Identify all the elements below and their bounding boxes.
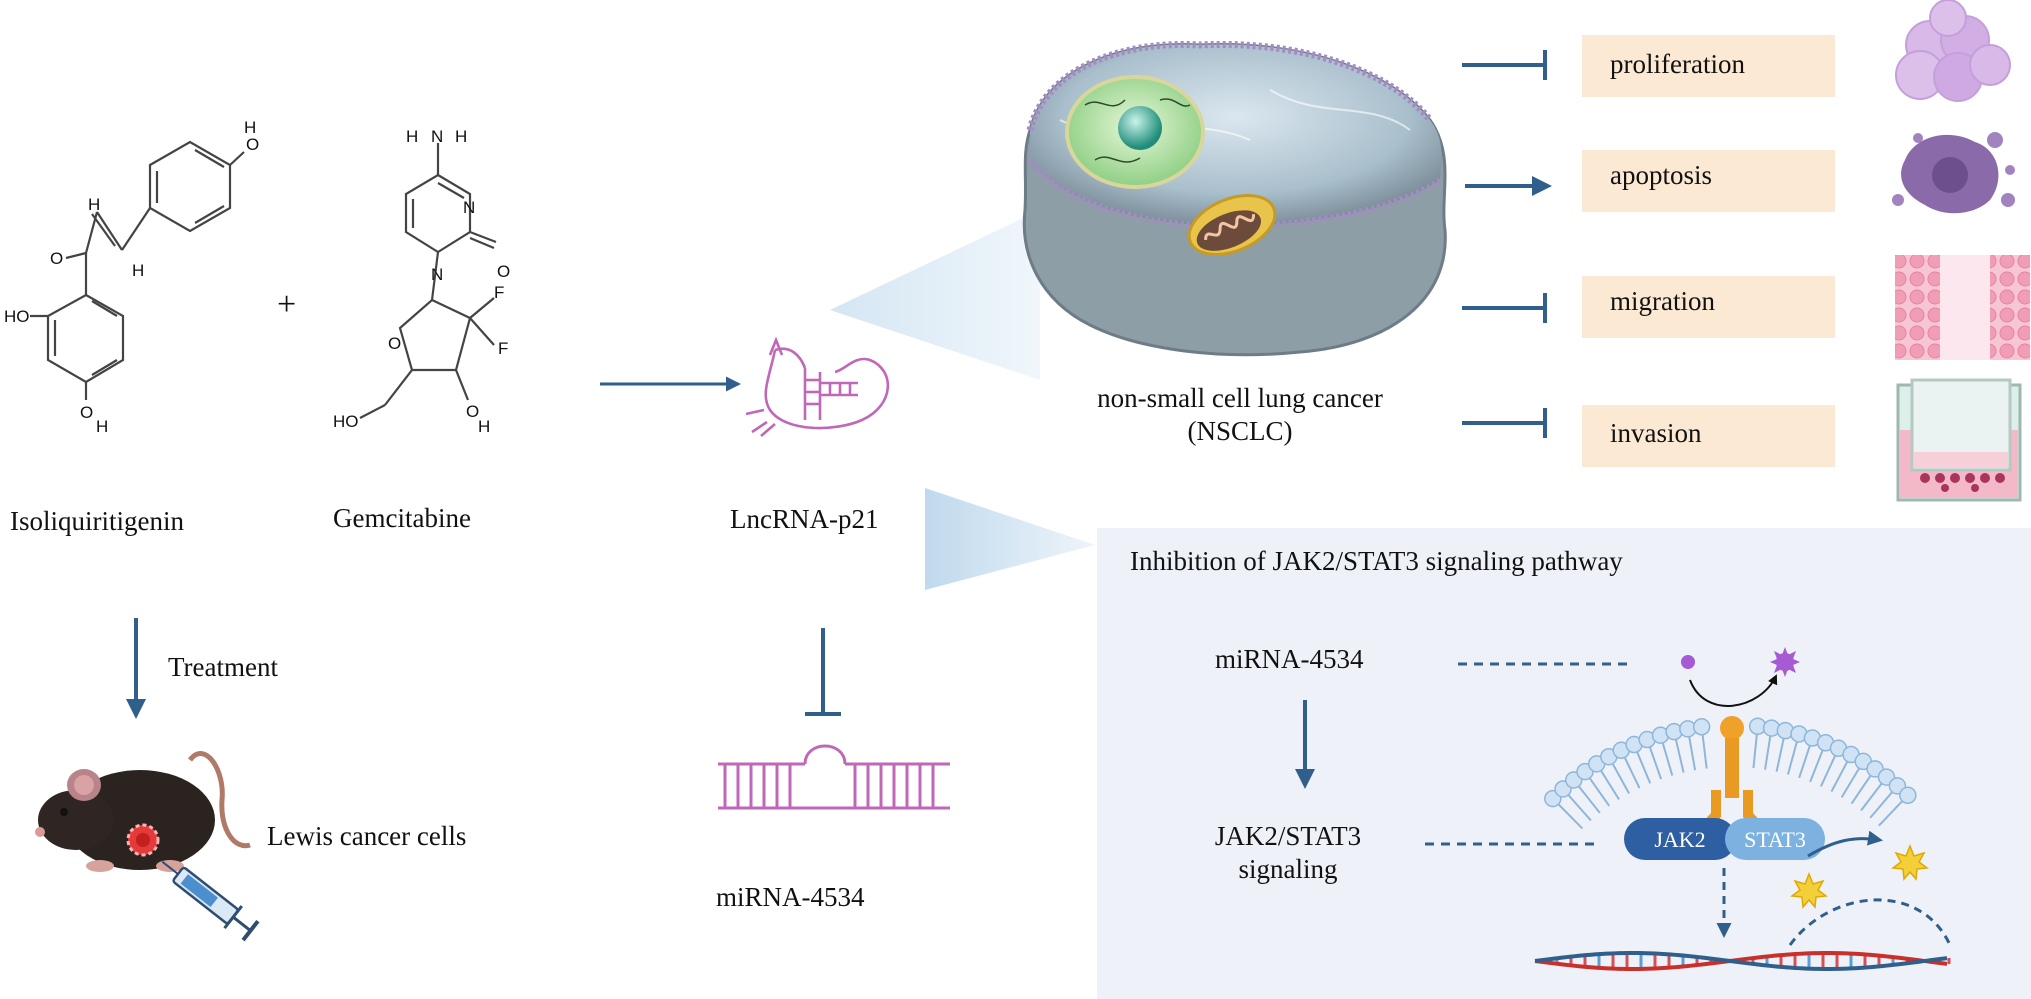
stat3-translocation-arrow bbox=[1807, 830, 1883, 858]
atom-h: H bbox=[455, 127, 467, 146]
zoom-cone-upper bbox=[830, 210, 1040, 380]
atom-n: N bbox=[463, 198, 475, 217]
lipid-head bbox=[1899, 786, 1917, 805]
dna-strand bbox=[1534, 950, 1948, 971]
gemcitabine-label: Gemcitabine bbox=[333, 503, 471, 533]
stat3-pill bbox=[1725, 818, 1825, 860]
mirna-label: miRNA-4534 bbox=[716, 882, 865, 912]
transcription-feedback-curve bbox=[1788, 898, 1952, 946]
dna-double-helix bbox=[1534, 950, 1951, 972]
atom-ho: HO bbox=[4, 307, 30, 326]
invasion-transwell-icon bbox=[1896, 378, 2022, 502]
cytokine-star-icon bbox=[1790, 871, 1828, 909]
effect-label: proliferation bbox=[1610, 49, 1745, 79]
cytokine-star-icon bbox=[1891, 843, 1929, 881]
apoptosis-cell-icon bbox=[1892, 132, 2015, 214]
nsclc-label-line2: (NSCLC) bbox=[1187, 416, 1292, 446]
effect-migration: migration bbox=[1462, 276, 1835, 338]
effect-box bbox=[1582, 150, 1835, 212]
gemcitabine-atoms: H N H N N O O F F HO O H bbox=[333, 127, 510, 436]
ligand-icon bbox=[1681, 655, 1695, 669]
pathway-panel bbox=[1097, 528, 2031, 999]
isoliquiritigenin-label: Isoliquiritigenin bbox=[10, 506, 184, 536]
effect-box bbox=[1582, 405, 1835, 467]
signaling-label-line1: JAK2/STAT3 bbox=[1215, 821, 1361, 851]
mirna-structure-icon bbox=[718, 744, 950, 810]
cell-membrane-bilayer bbox=[1544, 717, 1917, 830]
pathway-mirna-label: miRNA-4534 bbox=[1215, 644, 1364, 674]
effect-label: apoptosis bbox=[1610, 160, 1712, 190]
atom-h: H bbox=[96, 417, 108, 436]
jak2-label: JAK2 bbox=[1654, 827, 1705, 852]
mouse-illustration bbox=[35, 751, 260, 942]
atom-h: H bbox=[132, 261, 144, 280]
stat3-label: STAT3 bbox=[1744, 827, 1806, 852]
signaling-label-line2: signaling bbox=[1239, 854, 1338, 884]
effect-invasion: invasion bbox=[1462, 405, 1835, 467]
atom-o: O bbox=[246, 135, 259, 154]
atom-h: H bbox=[406, 127, 418, 146]
dna-strand bbox=[1534, 951, 1948, 972]
migration-assay-icon bbox=[1895, 255, 2030, 360]
effect-label: migration bbox=[1610, 286, 1715, 316]
proliferation-cells-icon bbox=[1895, 0, 2011, 102]
lewis-cells-label: Lewis cancer cells bbox=[267, 821, 466, 851]
lipid-head bbox=[1692, 718, 1711, 736]
lncrna-label: LncRNA-p21 bbox=[730, 504, 878, 534]
atom-n: N bbox=[431, 127, 443, 146]
pathway-title: Inhibition of JAK2/STAT3 signaling pathw… bbox=[1130, 546, 1623, 576]
atom-ho: HO bbox=[333, 412, 359, 431]
ligand-activation-arrow bbox=[1689, 674, 1778, 707]
treatment-label: Treatment bbox=[168, 652, 278, 682]
gemcitabine-structure bbox=[359, 143, 497, 419]
effect-box bbox=[1582, 35, 1835, 97]
zoom-cone-lower bbox=[925, 488, 1095, 590]
jak2-pill bbox=[1624, 818, 1736, 860]
lncrna-structure-icon bbox=[745, 336, 890, 437]
plus-sign: + bbox=[277, 286, 296, 323]
effect-box bbox=[1582, 276, 1835, 338]
atom-h: H bbox=[478, 417, 490, 436]
effect-proliferation: proliferation bbox=[1462, 35, 1835, 97]
atom-o: O bbox=[466, 402, 479, 421]
atom-o: O bbox=[50, 249, 63, 268]
activated-ligand-icon bbox=[1770, 647, 1800, 677]
isoliquiritigenin-structure bbox=[30, 140, 245, 400]
effect-apoptosis: apoptosis bbox=[1465, 150, 1835, 212]
effect-label: invasion bbox=[1610, 418, 1702, 448]
atom-n: N bbox=[431, 265, 443, 284]
atom-h: H bbox=[88, 195, 100, 214]
atom-f: F bbox=[498, 339, 508, 358]
atom-o: O bbox=[388, 334, 401, 353]
isoliquiritigenin-atoms: O H O H H HO O H bbox=[4, 118, 259, 436]
atom-o: O bbox=[80, 403, 93, 422]
atom-o: O bbox=[497, 262, 510, 281]
atom-h: H bbox=[244, 118, 256, 137]
nsclc-label-line1: non-small cell lung cancer bbox=[1097, 383, 1383, 413]
atom-f: F bbox=[494, 283, 504, 302]
nsclc-cell-illustration bbox=[1022, 40, 1447, 357]
